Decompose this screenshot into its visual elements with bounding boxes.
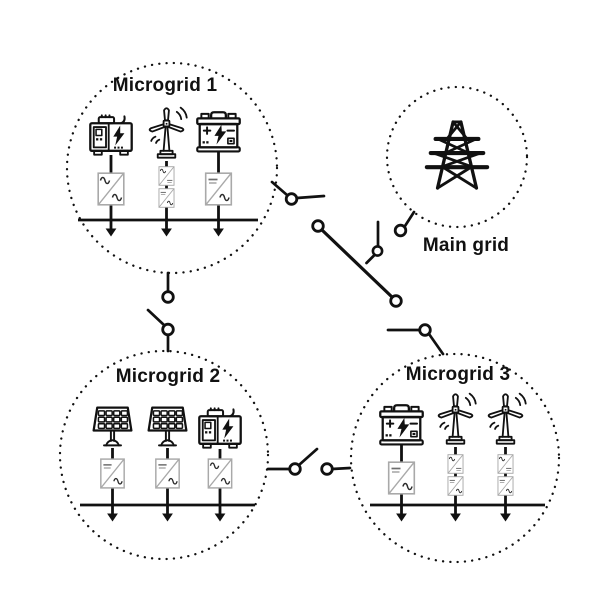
switch-microgrid1-to-hub — [270, 180, 326, 206]
microgrid1-label: Microgrid 1 — [112, 75, 218, 96]
wind-turbine-icon — [148, 106, 188, 159]
dc-ac-converter-icon — [99, 458, 126, 489]
ac-dc-converter-icon — [497, 454, 514, 474]
microgrid2-wiring — [80, 448, 255, 514]
ac-ac-converter-icon — [207, 458, 233, 489]
microgrid3-label: Microgrid 3 — [405, 364, 511, 385]
dc-ac-converter-icon — [204, 172, 233, 206]
dc-ac-converter-icon — [387, 461, 416, 495]
microgrid2-label: Microgrid 2 — [115, 366, 221, 387]
main-grid-boundary — [385, 85, 529, 229]
dc-ac-converter-icon — [158, 188, 175, 208]
microgrid3-boundary — [349, 352, 561, 564]
solar-panel-icon — [147, 406, 188, 447]
main-grid-label: Main grid — [422, 235, 510, 256]
microgrid1-load-arrows — [105, 228, 224, 237]
microgrid2-load-arrows — [107, 513, 226, 522]
switch-microgrid2-to-microgrid3 — [266, 447, 352, 476]
wind-turbine-icon — [437, 392, 477, 445]
solar-panel-icon — [92, 406, 133, 447]
hub-tie-line — [311, 219, 403, 308]
wind-turbine-icon — [487, 392, 527, 445]
switch-microgrid1-to-microgrid2 — [146, 271, 175, 353]
microgrid3-load-arrows — [396, 513, 511, 522]
ac-dc-converter-icon — [447, 454, 464, 474]
battery-icon — [196, 111, 241, 153]
ac-ac-converter-icon — [97, 172, 125, 206]
dc-ac-converter-icon — [447, 476, 464, 496]
dc-ac-converter-icon — [154, 458, 181, 489]
microgrid2-boundary — [58, 349, 270, 561]
switch-main-grid-to-hub — [393, 210, 416, 238]
diesel-generator-icon — [198, 407, 242, 449]
dc-ac-converter-icon — [497, 476, 514, 496]
ac-dc-converter-icon — [158, 166, 175, 186]
battery-icon — [379, 404, 424, 446]
microgrid1-boundary — [65, 61, 279, 275]
transmission-tower-icon — [427, 122, 487, 188]
switch-hub-to-microgrid3 — [386, 323, 445, 356]
diesel-generator-icon — [89, 114, 133, 156]
